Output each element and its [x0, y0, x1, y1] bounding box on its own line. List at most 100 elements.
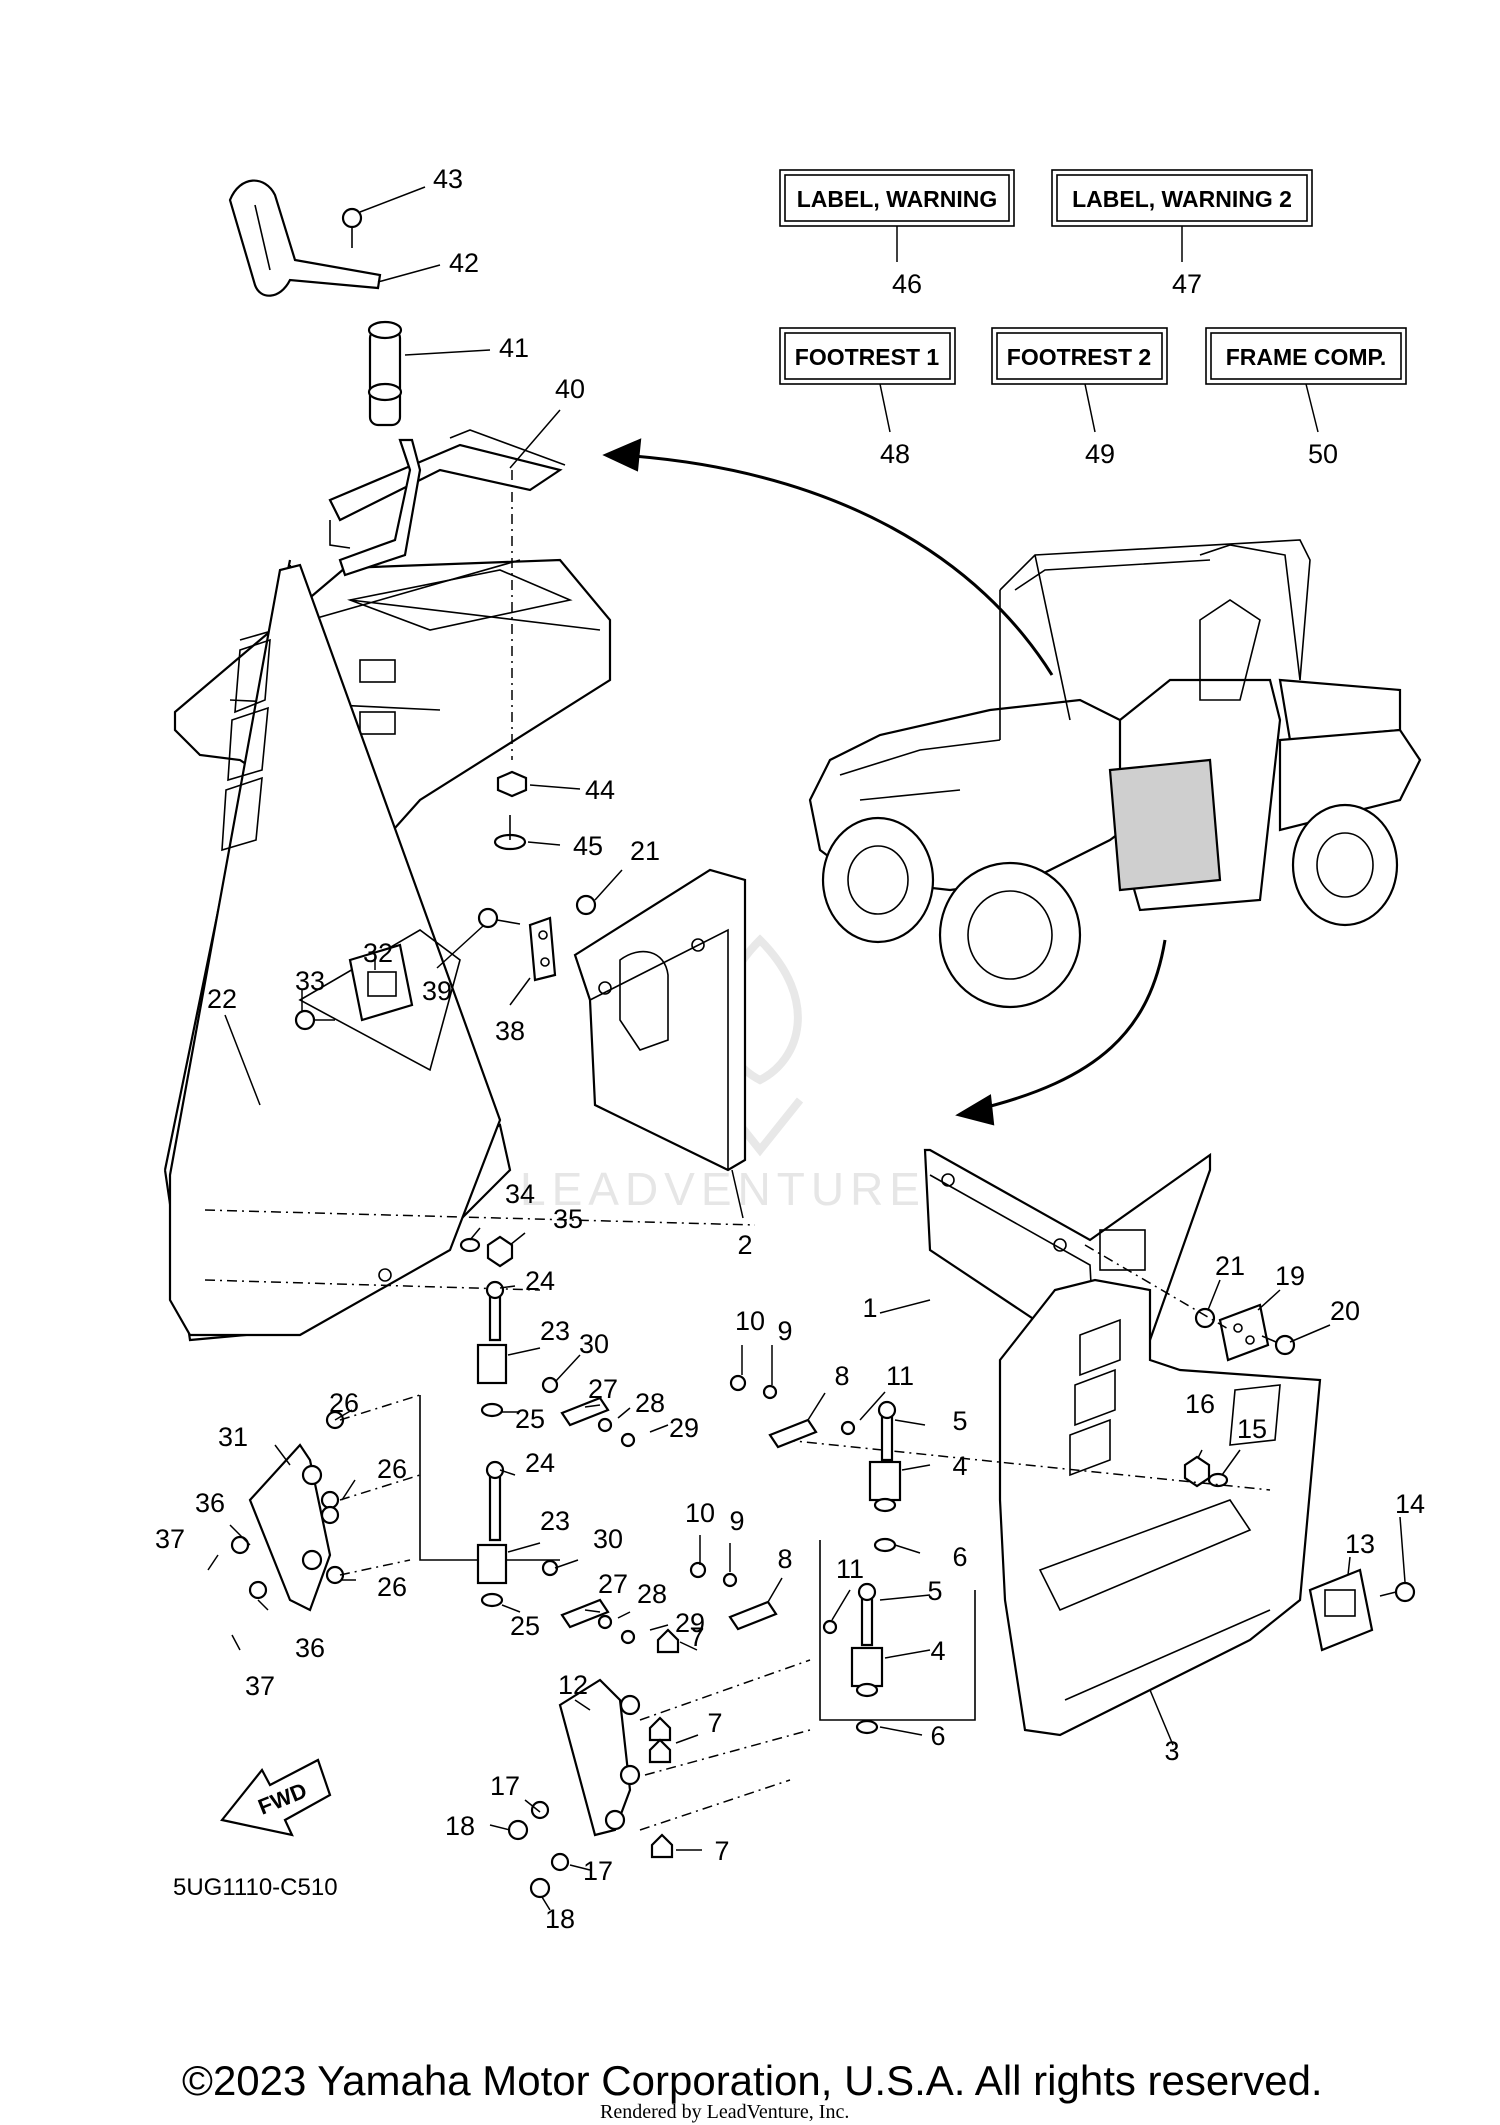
part-label-30-lower: 30	[593, 1524, 623, 1554]
hinge-assembly-4-upper	[729, 1374, 902, 1553]
svg-text:LABEL, WARNING 2: LABEL, WARNING 2	[1072, 186, 1292, 212]
guide-line-22a	[204, 1209, 756, 1226]
flap-31	[230, 1394, 421, 1612]
part-label-2: 2	[737, 1230, 752, 1260]
part-label-33: 33	[295, 966, 325, 996]
screw-43	[341, 207, 363, 248]
svg-text:LABEL, WARNING: LABEL, WARNING	[797, 186, 998, 212]
part-label-21-top: 21	[630, 836, 660, 866]
fwd-arrow: FWD	[220, 1758, 332, 1837]
guide-line-3	[784, 1439, 1271, 1491]
part-label-15: 15	[1237, 1414, 1267, 1444]
part-label-7-mid: 7	[707, 1708, 722, 1738]
part-label-19: 19	[1275, 1261, 1305, 1291]
part-label-48: 48	[880, 439, 910, 469]
utv-vehicle	[808, 539, 1422, 1009]
part-label-10-upper: 10	[735, 1306, 765, 1336]
part-label-13: 13	[1345, 1529, 1375, 1559]
watermark-text: LEADVENTURE	[520, 1163, 926, 1215]
part-label-6-lower: 6	[930, 1721, 945, 1751]
part-label-18-upper: 18	[445, 1811, 475, 1841]
part-label-26-bottom: 26	[377, 1572, 407, 1602]
shift-rod-41	[338, 320, 422, 577]
part-label-8-upper: 8	[834, 1361, 849, 1391]
part-label-1: 1	[862, 1293, 877, 1323]
part-label-17-lower: 17	[583, 1856, 613, 1886]
label-box-49: FOOTREST 2	[991, 327, 1168, 433]
flap-12	[507, 1628, 811, 1899]
part-label-34: 34	[505, 1179, 535, 1209]
part-label-30-upper: 30	[579, 1329, 609, 1359]
nut-21-right	[1194, 1307, 1216, 1329]
frame-bracket-2	[573, 868, 747, 1172]
bolt-20	[1261, 1334, 1296, 1356]
part-label-10-lower: 10	[685, 1498, 715, 1528]
part-label-50: 50	[1308, 439, 1338, 469]
part-label-8-lower: 8	[777, 1544, 792, 1574]
part-label-18-lower: 18	[545, 1904, 575, 1934]
guide-line-4	[819, 1540, 976, 1721]
part-label-9-lower: 9	[729, 1506, 744, 1536]
part-label-37-upper: 37	[155, 1524, 185, 1554]
label-box-48: FOOTREST 1	[779, 327, 956, 433]
arrow-head-floor	[602, 438, 642, 472]
svg-text:FOOTREST 2: FOOTREST 2	[1007, 344, 1151, 370]
part-label-37-lower: 37	[245, 1671, 275, 1701]
part-label-32: 32	[363, 938, 393, 968]
part-label-41: 41	[499, 333, 529, 363]
part-label-39: 39	[422, 976, 452, 1006]
part-label-21-right: 21	[1215, 1251, 1245, 1281]
nut-21-top	[575, 894, 597, 916]
part-label-11-upper: 11	[886, 1361, 914, 1391]
part-label-14: 14	[1395, 1489, 1425, 1519]
part-label-35: 35	[553, 1204, 583, 1234]
part-label-38: 38	[495, 1016, 525, 1046]
part-label-7-top: 7	[689, 1622, 704, 1652]
arrow-to-floor	[619, 453, 1054, 676]
plate-32	[348, 943, 414, 1022]
part-label-26-mid: 26	[377, 1454, 407, 1484]
washer-34	[459, 1237, 481, 1253]
part-label-27-lower: 27	[598, 1569, 628, 1599]
svg-text:FOOTREST 1: FOOTREST 1	[795, 344, 940, 370]
nut-44	[496, 770, 528, 798]
arrow-head-footrest	[955, 1094, 995, 1126]
guide-line-right	[1084, 1244, 1231, 1331]
part-label-23-lower: 23	[540, 1506, 570, 1536]
part-label-45: 45	[573, 831, 603, 861]
part-label-36-upper: 36	[195, 1488, 225, 1518]
part-label-28-lower: 28	[637, 1579, 667, 1609]
part-label-6-upper: 6	[952, 1542, 967, 1572]
part-label-25-lower: 25	[510, 1611, 540, 1641]
part-label-47: 47	[1172, 269, 1202, 299]
footrest-3	[998, 1278, 1322, 1737]
part-label-4-lower: 4	[930, 1636, 945, 1666]
part-label-24-upper: 24	[525, 1266, 555, 1296]
label-box-46: LABEL, WARNING	[779, 169, 1015, 262]
part-label-29-upper: 29	[669, 1413, 699, 1443]
arrow-to-footrest	[974, 939, 1167, 1112]
part-label-44: 44	[585, 775, 615, 805]
part-label-12: 12	[558, 1670, 588, 1700]
part-label-29-lower: 29	[675, 1608, 705, 1638]
hinge-assembly-4-lower	[689, 1561, 884, 1735]
part-label-3: 3	[1164, 1736, 1179, 1766]
part-label-5-upper: 5	[952, 1406, 967, 1436]
part-labels: 43 42 41 40 44 45 21 39 38 32 33 22 2 34…	[155, 164, 1425, 1934]
diagram-code: 5UG1110-C510	[173, 1874, 338, 1901]
part-label-42: 42	[449, 248, 479, 278]
part-label-17-upper: 17	[490, 1771, 520, 1801]
part-label-26-top: 26	[329, 1388, 359, 1418]
shift-lever-42	[228, 179, 382, 297]
part-label-24-lower: 24	[525, 1448, 555, 1478]
part-label-28-upper: 28	[635, 1388, 665, 1418]
part-label-20: 20	[1330, 1296, 1360, 1326]
label-box-47: LABEL, WARNING 2	[1051, 169, 1313, 262]
bracket-19	[1218, 1303, 1270, 1362]
part-label-16: 16	[1185, 1389, 1215, 1419]
part-label-22: 22	[207, 984, 237, 1014]
rendered-by-text: Rendered by LeadVenture, Inc.	[600, 2101, 849, 2123]
leader-lines	[207, 186, 1406, 1911]
part-label-23-upper: 23	[540, 1316, 570, 1346]
